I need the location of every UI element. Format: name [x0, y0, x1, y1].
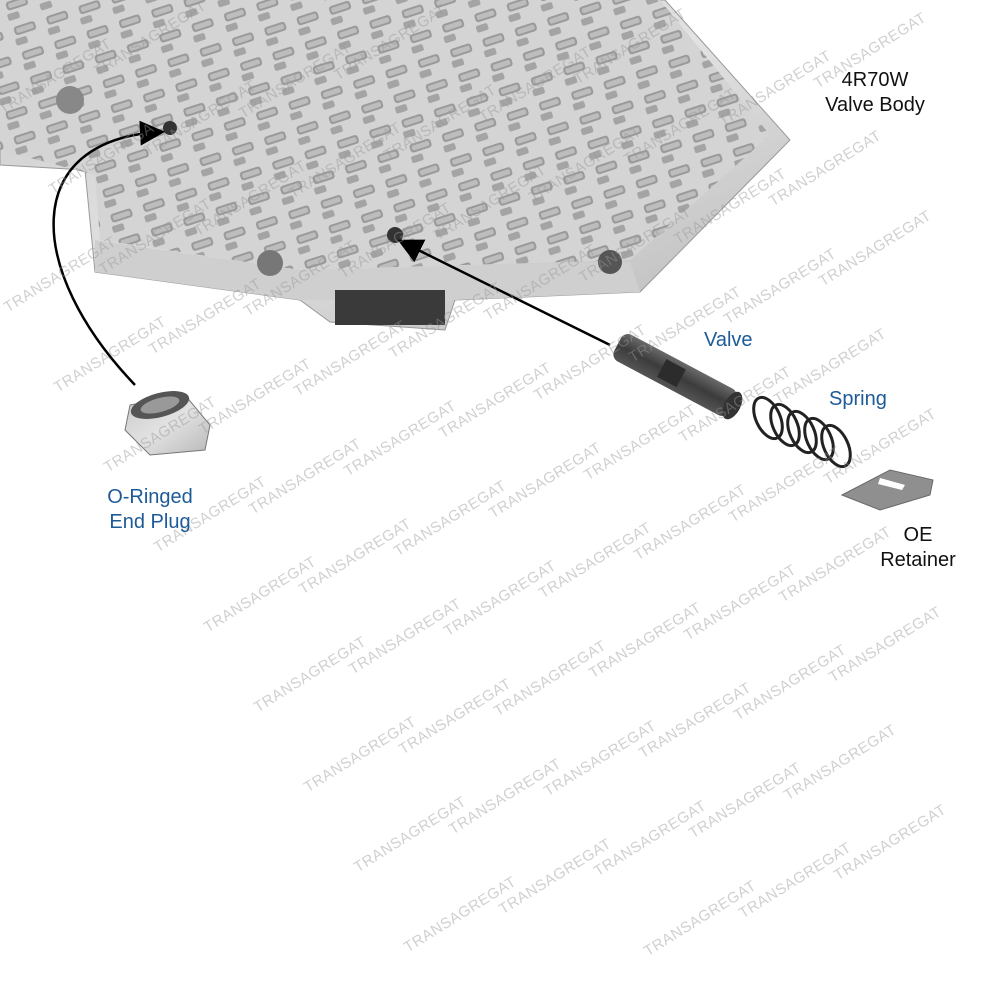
end-plug	[124, 391, 211, 456]
valve-body	[0, 0, 791, 331]
valve-label: Valve	[704, 329, 753, 351]
valve-body-name: Valve Body	[825, 94, 925, 116]
valve-part	[613, 334, 743, 420]
retainer-part	[840, 469, 934, 511]
valve-body-label: 4R70W Valve Body	[815, 68, 935, 118]
end-plug-arrow	[52, 120, 165, 386]
spring-label: Spring	[829, 388, 887, 410]
end-plug-label-line2: End Plug	[109, 511, 191, 533]
spring-part	[752, 395, 852, 469]
retainer-label: OE Retainer	[868, 523, 968, 573]
valve-body-bracket	[335, 290, 445, 325]
valve-body-model: 4R70W	[841, 69, 909, 91]
retainer-label-line2: Retainer	[880, 549, 956, 571]
valve-arrow	[397, 239, 611, 347]
end-plug-label: O-Ringed End Plug	[90, 485, 210, 535]
end-plug-label-line1: O-Ringed	[107, 486, 193, 508]
retainer-label-line1: OE	[903, 524, 933, 546]
